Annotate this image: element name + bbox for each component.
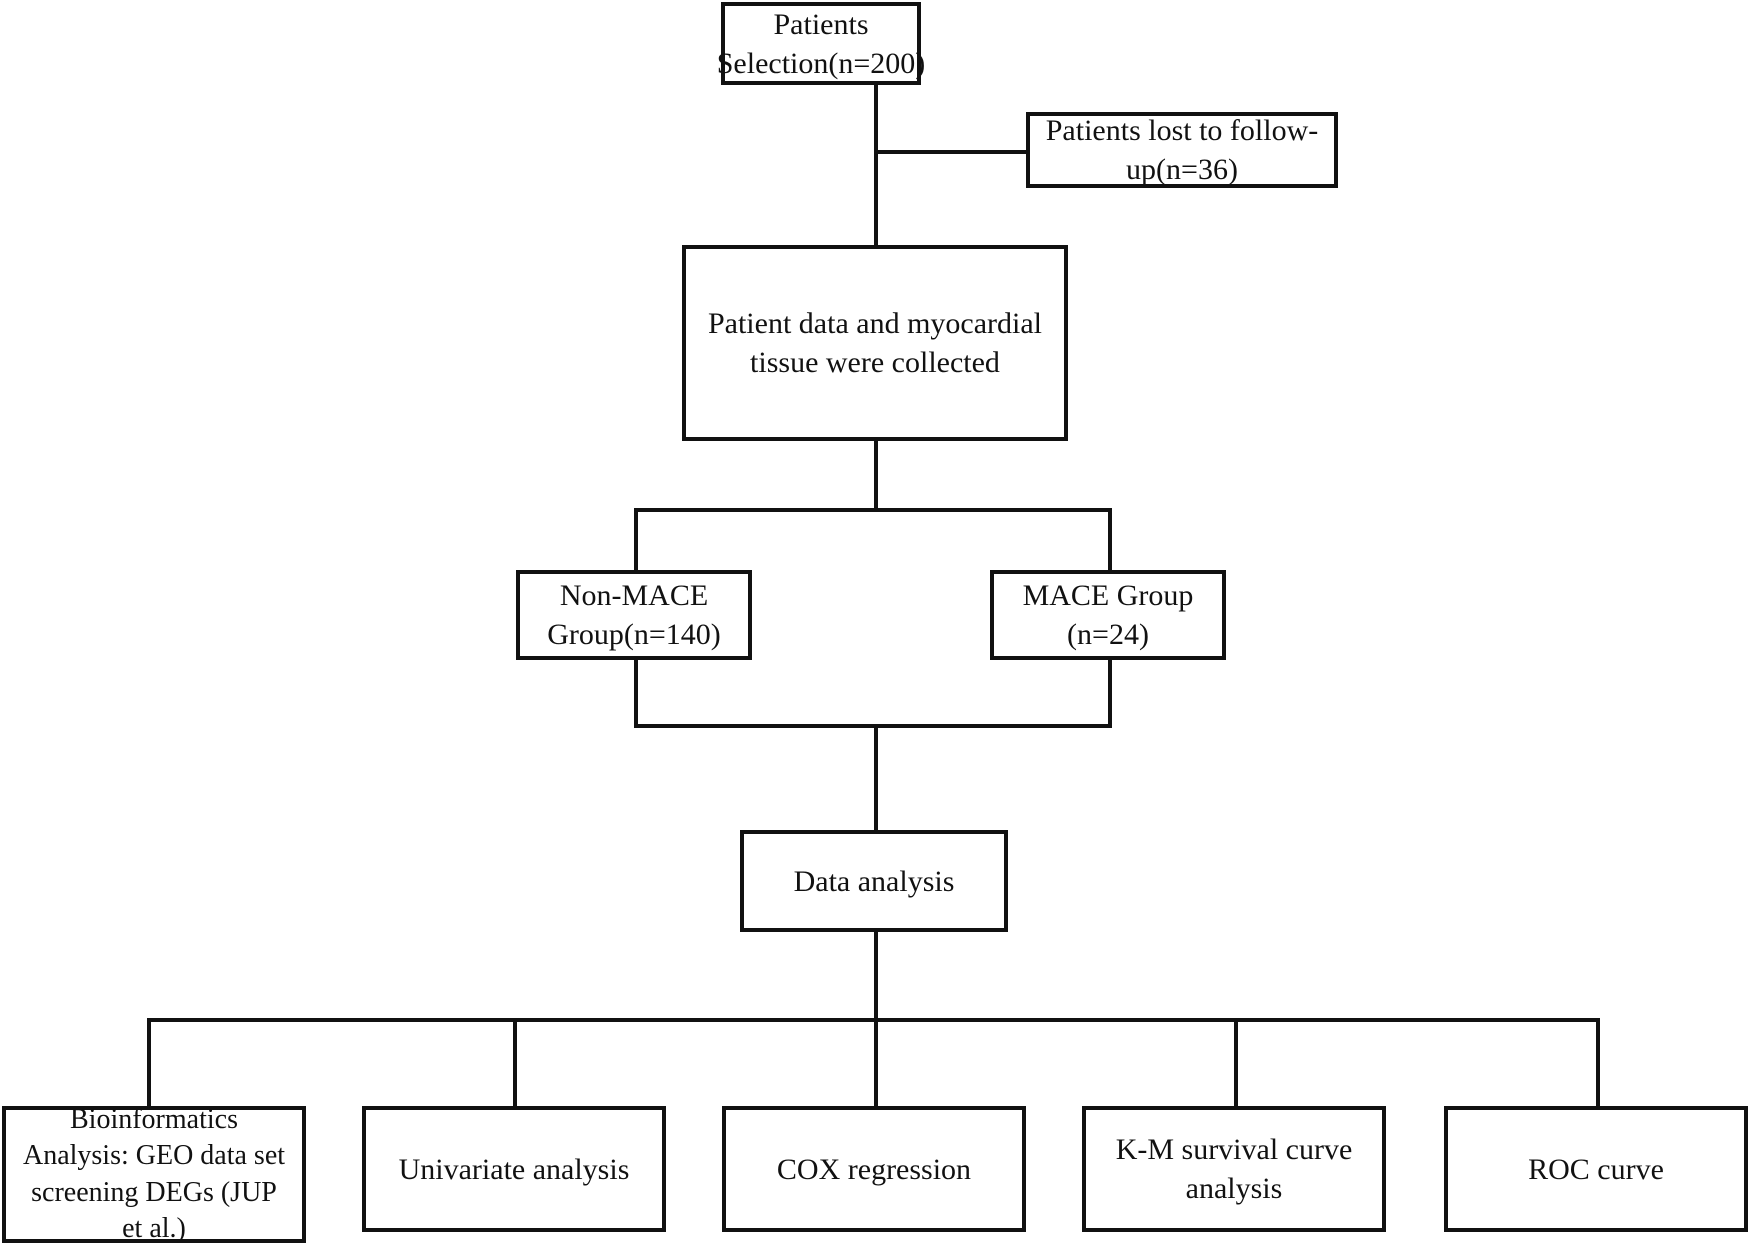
connector-split-to-mace: [1108, 508, 1112, 572]
node-bioinformatics-analysis: Bioinformatics Analysis: GEO data set sc…: [2, 1104, 306, 1243]
node-data-collected: Patient data and myocardial tissue were …: [682, 245, 1068, 441]
node-patients-selection: Patients Selection(n=200): [717, 2, 925, 85]
node-bioinformatics-analysis-label: Bioinformatics Analysis: GEO data set sc…: [22, 1103, 286, 1243]
connector-non-mace-to-merge: [634, 660, 638, 728]
connector-fanout-to-roc: [1596, 1018, 1600, 1108]
connector-fanout-to-bioinformatics: [147, 1018, 151, 1108]
connector-selection-to-collected: [874, 85, 878, 247]
node-cox-regression-label: COX regression: [776, 1152, 972, 1186]
node-patients-lost-to-followup: Patients lost to follow- up(n=36): [1026, 112, 1338, 188]
node-univariate-analysis: Univariate analysis: [362, 1106, 666, 1232]
node-non-mace-group-label: Non-MACE Group(n=140): [547, 579, 721, 651]
node-km-survival-curve: K-M survival curve analysis: [1082, 1106, 1386, 1232]
connector-fanout-bar: [147, 1018, 1600, 1022]
connector-group-split-bar: [634, 508, 1112, 512]
connector-data-analysis-to-fanout: [874, 932, 878, 1022]
node-patients-selection-label: Patients Selection(n=200): [716, 7, 926, 80]
connector-fanout-to-cox: [874, 1018, 878, 1108]
node-roc-curve: ROC curve: [1444, 1106, 1748, 1232]
connector-group-merge-bar: [634, 724, 1112, 728]
connector-selection-to-lost: [874, 150, 1028, 154]
node-univariate-analysis-label: Univariate analysis: [398, 1152, 630, 1186]
connector-split-to-non-mace: [634, 508, 638, 572]
node-data-analysis-label: Data analysis: [793, 864, 955, 898]
node-roc-curve-label: ROC curve: [1528, 1152, 1664, 1186]
node-mace-group-label: MACE Group (n=24): [1022, 579, 1194, 651]
connector-collected-to-split: [874, 441, 878, 512]
node-mace-group: MACE Group (n=24): [990, 570, 1226, 660]
node-data-collected-label: Patient data and myocardial tissue were …: [707, 307, 1043, 379]
node-km-survival-curve-label: K-M survival curve analysis: [1115, 1133, 1353, 1205]
connector-fanout-to-univariate: [513, 1018, 517, 1108]
node-non-mace-group: Non-MACE Group(n=140): [516, 570, 752, 660]
connector-merge-to-data-analysis: [874, 724, 878, 832]
node-data-analysis: Data analysis: [740, 830, 1008, 932]
node-patients-lost-to-followup-label: Patients lost to follow- up(n=36): [1045, 114, 1319, 186]
node-cox-regression: COX regression: [722, 1106, 1026, 1232]
connector-fanout-to-km: [1234, 1018, 1238, 1108]
connector-mace-to-merge: [1108, 660, 1112, 728]
